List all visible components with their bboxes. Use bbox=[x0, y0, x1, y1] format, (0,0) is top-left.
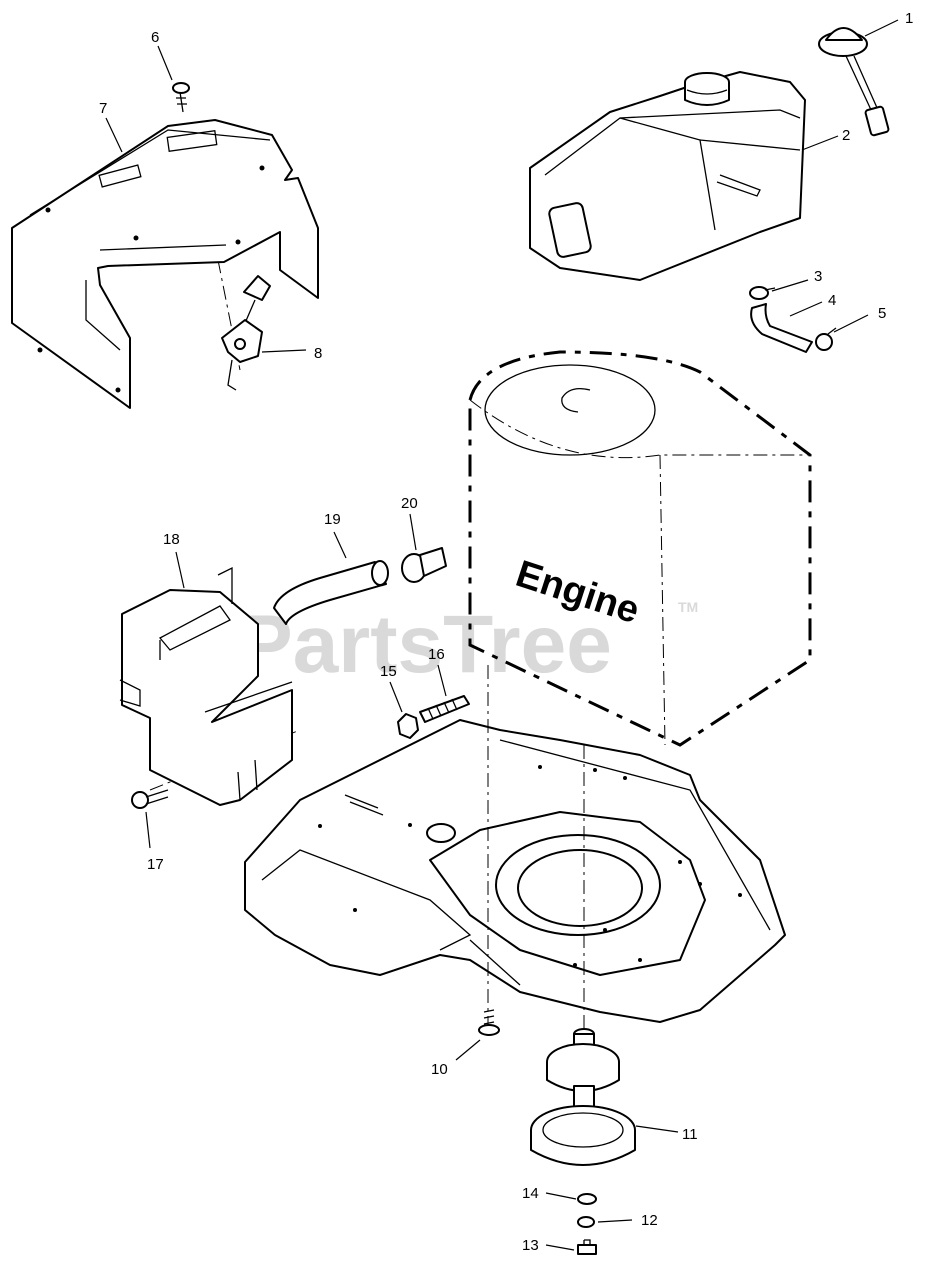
part-5-clamp bbox=[815, 327, 837, 351]
callout-16: 16 bbox=[428, 646, 445, 663]
part-13-bolt bbox=[577, 1239, 597, 1255]
part-10-screw bbox=[478, 1009, 500, 1036]
callout-20: 20 bbox=[401, 495, 418, 512]
watermark: PartsTree TM bbox=[238, 599, 698, 690]
callout-1: 1 bbox=[905, 10, 913, 27]
callout-2: 2 bbox=[842, 127, 850, 144]
watermark-brand: PartsTree bbox=[238, 599, 612, 690]
part-17-screw bbox=[131, 789, 169, 809]
part-11-pulley bbox=[530, 1028, 636, 1166]
callout-13: 13 bbox=[522, 1237, 539, 1254]
part-15-nut bbox=[397, 713, 419, 739]
part-7-dash-panel bbox=[11, 119, 319, 409]
part-18-heat-shield bbox=[119, 566, 293, 806]
callout-3: 3 bbox=[814, 268, 822, 285]
callout-19: 19 bbox=[324, 511, 341, 528]
callout-5: 5 bbox=[878, 305, 886, 322]
part-16-stud bbox=[419, 695, 470, 723]
chassis-frame bbox=[244, 719, 786, 1023]
callout-17: 17 bbox=[147, 856, 164, 873]
part-1-fuel-cap bbox=[818, 27, 890, 137]
part-3-clamp bbox=[749, 286, 776, 300]
callout-6: 6 bbox=[151, 29, 159, 46]
leader-lines bbox=[105, 19, 899, 1251]
callout-labels: 1 2 3 4 5 6 7 8 10 11 12 13 14 15 16 17 … bbox=[99, 10, 913, 1254]
callout-10: 10 bbox=[431, 1061, 448, 1078]
callout-14: 14 bbox=[522, 1185, 539, 1202]
part-8-throttle-control bbox=[221, 275, 271, 391]
callout-15: 15 bbox=[380, 663, 397, 680]
callout-11: 11 bbox=[682, 1126, 698, 1143]
part-12-washer bbox=[577, 1216, 595, 1228]
part-14-washer bbox=[577, 1193, 597, 1205]
callout-18: 18 bbox=[163, 531, 180, 548]
callout-4: 4 bbox=[828, 292, 836, 309]
part-20-clamp bbox=[401, 547, 447, 583]
part-19-hose bbox=[273, 560, 389, 625]
part-6-screw bbox=[172, 82, 190, 113]
part-4-fuel-line bbox=[750, 303, 813, 353]
watermark-trademark: TM bbox=[678, 599, 698, 615]
callout-12: 12 bbox=[641, 1212, 658, 1229]
part-2-fuel-tank bbox=[529, 71, 806, 281]
callout-7: 7 bbox=[99, 100, 107, 117]
callout-8: 8 bbox=[314, 345, 322, 362]
